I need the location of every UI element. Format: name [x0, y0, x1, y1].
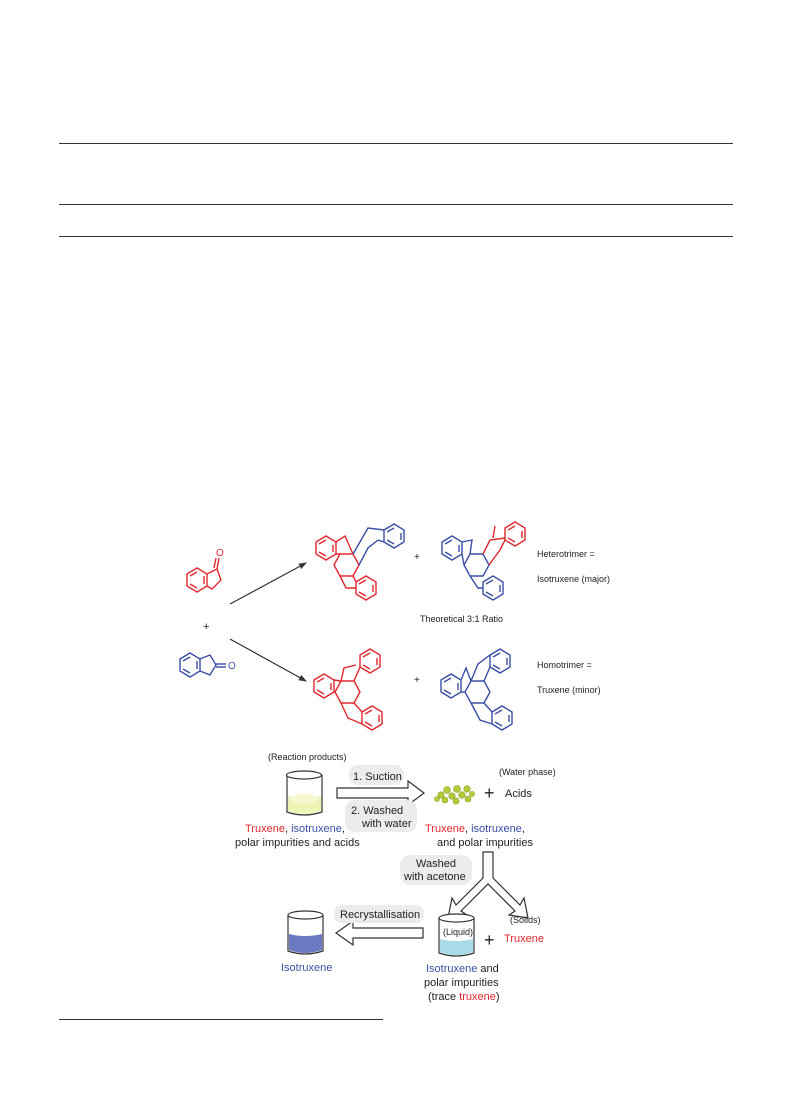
footnote-rule: [59, 1019, 383, 1020]
solid-precipitate: [434, 785, 475, 805]
reaction-arrow-top: [229, 562, 307, 605]
isotruxene-major-label: Isotruxene (major): [537, 574, 610, 584]
recrystallisation-bubble: [334, 905, 424, 923]
isotruxene-beaker: [287, 910, 324, 955]
acids-label: Acids: [505, 788, 532, 800]
indan-2-one-structure: [179, 652, 226, 678]
carbonyl-o-bottom: O: [228, 661, 236, 672]
truxene-minor-label: Truxene (minor): [537, 685, 601, 695]
suction-step: 1. Suction: [353, 771, 402, 783]
isotruxene-final-label: Isotruxene: [281, 962, 332, 974]
reaction-products-label: (Reaction products): [268, 752, 347, 762]
liquid-caption-line1: Isotruxene and: [426, 963, 499, 975]
header-rule-3: [59, 236, 733, 237]
plus-truxene: +: [484, 930, 495, 950]
product-plus-top: +: [414, 552, 420, 563]
recrystallisation-arrow: [334, 919, 424, 947]
washed-acetone-line2: with acetone: [403, 871, 466, 883]
filtration-arrow: [336, 779, 425, 807]
indan-1-one-structure: [186, 557, 222, 593]
solid-caption-line1: Truxene, isotruxene,: [425, 823, 525, 835]
carbonyl-o-top: O: [216, 548, 224, 559]
split-arrow: [447, 851, 529, 919]
washed-step: 2. Washed: [351, 805, 403, 817]
water-phase-label: (Water phase): [499, 767, 556, 777]
washed-water-bubble: [345, 800, 417, 832]
truxene-word: Truxene: [245, 823, 285, 835]
isotruxene-structure-1: [315, 523, 405, 601]
reactant-plus: +: [203, 621, 209, 633]
liquid-beaker: [438, 913, 475, 957]
truxene-structure-red: [313, 648, 383, 731]
heterotrimer-label: Heterotrimer =: [537, 549, 595, 559]
isotruxene-word: isotruxene: [291, 823, 342, 835]
reaction-beaker: [285, 770, 323, 816]
truxene-solid-label: Truxene: [504, 933, 544, 945]
liquid-caption-line2: polar impurities: [424, 977, 499, 989]
homotrimer-label: Homotrimer =: [537, 660, 592, 670]
beaker1-caption-line2: polar impurities and acids: [235, 837, 360, 849]
reaction-arrow-bottom: [229, 638, 307, 682]
recrystallisation-label: Recrystallisation: [340, 909, 420, 921]
liquid-label: (Liquid): [443, 927, 473, 937]
acetone-bubble: [400, 855, 472, 885]
solid-caption-line2: and polar impurities: [437, 837, 533, 849]
beaker1-caption-line1: Truxene, isotruxene,: [245, 823, 345, 835]
solids-label: (Solids): [510, 915, 541, 925]
isotruxene-structure-2: [441, 521, 526, 601]
suction-bubble: [349, 765, 404, 785]
washed-acetone-line1: Washed: [416, 858, 456, 870]
ratio-label: Theoretical 3:1 Ratio: [420, 614, 503, 624]
liquid-caption-line3: (trace truxene): [428, 991, 500, 1003]
header-rule-1: [59, 143, 733, 144]
truxene-structure-blue: [440, 648, 513, 731]
with-water-step: with water: [361, 818, 412, 830]
header-rule-2: [59, 204, 733, 205]
product-plus-bottom: +: [414, 675, 420, 686]
plus-acids: +: [484, 783, 495, 803]
